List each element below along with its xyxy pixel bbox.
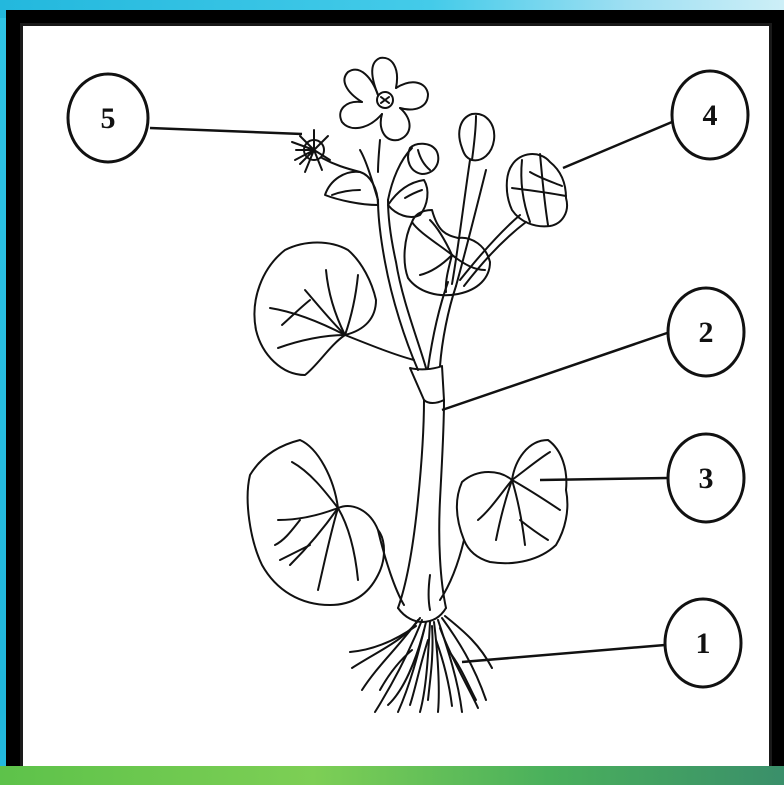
leader-line-4 [563,122,672,168]
top-small-leaves [325,172,427,217]
upper-right-leaf [405,210,490,295]
flower-buds [408,114,494,174]
seed-head [292,130,360,172]
leader-line-3 [540,478,668,480]
callout-4-label: 4 [703,99,718,132]
callout-1-label: 1 [696,627,711,660]
callout-2-label: 2 [699,316,714,349]
callout-5-label: 5 [101,102,116,135]
lower-right-leaf [440,440,567,600]
open-flower [340,58,428,172]
main-stem [398,366,446,622]
roots [350,616,492,712]
upper-left-leaf [254,243,414,376]
leader-line-2 [442,332,670,410]
leader-line-1 [462,645,665,662]
branch-stems [360,148,526,370]
callout-3-label: 3 [699,462,714,495]
lower-left-leaf [248,440,404,605]
leader-lines [150,122,672,662]
leader-line-5 [150,128,302,134]
fruit-cluster [507,154,567,226]
